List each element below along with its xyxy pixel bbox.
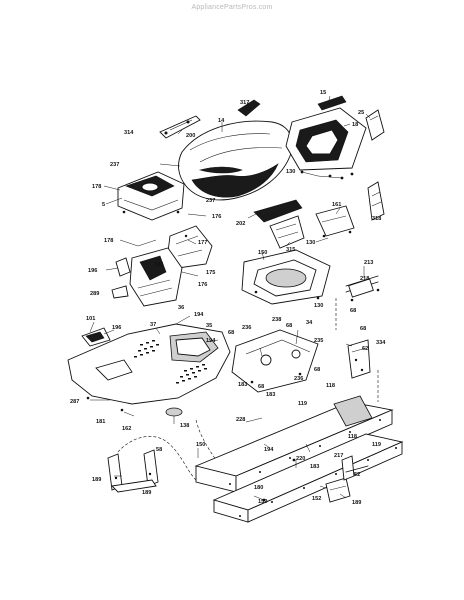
part-label-238: 238 <box>272 317 281 323</box>
bracket-334-drawing <box>347 339 371 379</box>
part-label-62: 62 <box>362 346 368 352</box>
part-label-161: 161 <box>332 202 341 208</box>
part-138-drawing <box>165 407 183 417</box>
watermark-text: AppliancePartsPros.com <box>191 4 273 11</box>
part-label-220: 220 <box>296 456 305 462</box>
part-label-189c: 189 <box>352 500 361 506</box>
part-label-176b: 176 <box>198 282 207 288</box>
part-label-317: 317 <box>240 100 249 106</box>
part-label-196b: 196 <box>112 325 121 331</box>
part-label-175: 175 <box>206 270 215 276</box>
part-label-68d: 68 <box>228 330 234 336</box>
part-label-200: 200 <box>186 133 195 139</box>
part-label-68e: 68 <box>314 367 320 373</box>
part-label-52: 52 <box>354 472 360 478</box>
part-label-118b: 118 <box>348 434 357 440</box>
hood-drawing <box>178 120 293 201</box>
part-label-189a: 189 <box>92 477 101 483</box>
part-label-213: 213 <box>364 260 373 266</box>
part-label-237a: 237 <box>110 162 119 168</box>
side-bracket-drawing <box>367 181 385 221</box>
footrest-deck-drawing <box>67 323 231 417</box>
lower-dash-cover-drawing <box>115 247 183 307</box>
battery-panel-drawing <box>231 329 319 393</box>
part-label-15: 15 <box>320 90 326 96</box>
part-label-150b: 150 <box>196 442 205 448</box>
part-label-5: 5 <box>102 202 105 208</box>
part-label-119b: 119 <box>372 442 381 448</box>
part-label-58: 58 <box>156 447 162 453</box>
part-label-152: 152 <box>312 496 321 502</box>
part-label-37: 37 <box>150 322 156 328</box>
part-label-130b: 130 <box>306 240 315 246</box>
part-number-labels: 15 25 317 18 14 314 200 237 130 178 5 23… <box>70 90 386 506</box>
part-label-194c: 194 <box>264 447 274 453</box>
part-label-68c: 68 <box>360 326 366 332</box>
bracket-58-drawing <box>107 449 159 493</box>
part-label-183c: 183 <box>310 464 319 470</box>
part-label-217: 217 <box>334 453 343 459</box>
part-label-178a: 178 <box>92 184 101 190</box>
part-label-34: 34 <box>306 320 313 326</box>
part-label-180: 180 <box>254 485 263 491</box>
part-label-68b: 68 <box>286 323 292 329</box>
part-label-159: 159 <box>258 499 267 505</box>
part-label-138: 138 <box>180 423 189 429</box>
part-label-119a: 119 <box>298 401 307 407</box>
part-label-334: 334 <box>376 340 386 346</box>
part-label-202: 202 <box>236 221 245 227</box>
part-label-36: 36 <box>178 305 184 311</box>
part-label-101: 101 <box>86 316 95 322</box>
hood-brackets-drawing <box>159 99 261 139</box>
part-label-68f: 68 <box>258 384 264 390</box>
part-label-228: 228 <box>236 417 245 423</box>
frame-drawing <box>194 395 404 523</box>
part-label-181: 181 <box>96 419 105 425</box>
bracket-52-drawing <box>325 455 369 503</box>
part-label-68a: 68 <box>350 308 356 314</box>
part-label-183a: 183 <box>238 382 247 388</box>
part-label-315: 315 <box>286 247 295 253</box>
part-label-314: 314 <box>124 130 134 136</box>
fuel-tank-support-drawing <box>241 249 331 305</box>
part-label-118a: 118 <box>326 383 335 389</box>
part-label-18: 18 <box>352 122 358 128</box>
grille-assembly-drawing <box>285 95 385 180</box>
part-label-25: 25 <box>358 110 364 116</box>
part-label-287: 287 <box>70 399 79 405</box>
part-289-drawing <box>111 285 129 299</box>
part-label-14: 14 <box>218 118 225 124</box>
part-label-236b: 236 <box>294 376 303 382</box>
leader-lines <box>89 95 371 501</box>
part-label-178b: 178 <box>104 238 113 244</box>
part-label-289: 289 <box>90 291 99 297</box>
linkage-213-218-drawing <box>345 275 380 302</box>
part-label-189b: 189 <box>142 490 151 496</box>
part-label-162: 162 <box>122 426 131 432</box>
dash-panel-drawing <box>117 171 185 221</box>
part-label-237b: 237 <box>206 198 215 204</box>
part-label-182: 182 <box>154 262 163 268</box>
part-label-177: 177 <box>198 240 207 246</box>
part-label-235: 235 <box>314 338 323 344</box>
part-label-236a: 236 <box>242 325 251 331</box>
part-label-218: 218 <box>360 276 369 282</box>
heat-shield-drawing <box>253 199 305 249</box>
part-label-318: 318 <box>372 216 381 222</box>
part-label-150: 150 <box>258 250 267 256</box>
part-label-130a: 130 <box>286 169 295 175</box>
part-label-183b: 183 <box>266 392 275 398</box>
routing-dashed-lines <box>117 298 379 481</box>
part-label-196: 196 <box>88 268 97 274</box>
bracket-161-drawing <box>315 205 355 238</box>
part-label-194b: 194 <box>206 338 216 344</box>
part-label-194a: 194 <box>194 312 204 318</box>
part-label-176a: 176 <box>212 214 221 220</box>
part-label-35: 35 <box>206 323 212 329</box>
part-label-130c: 130 <box>314 303 323 309</box>
